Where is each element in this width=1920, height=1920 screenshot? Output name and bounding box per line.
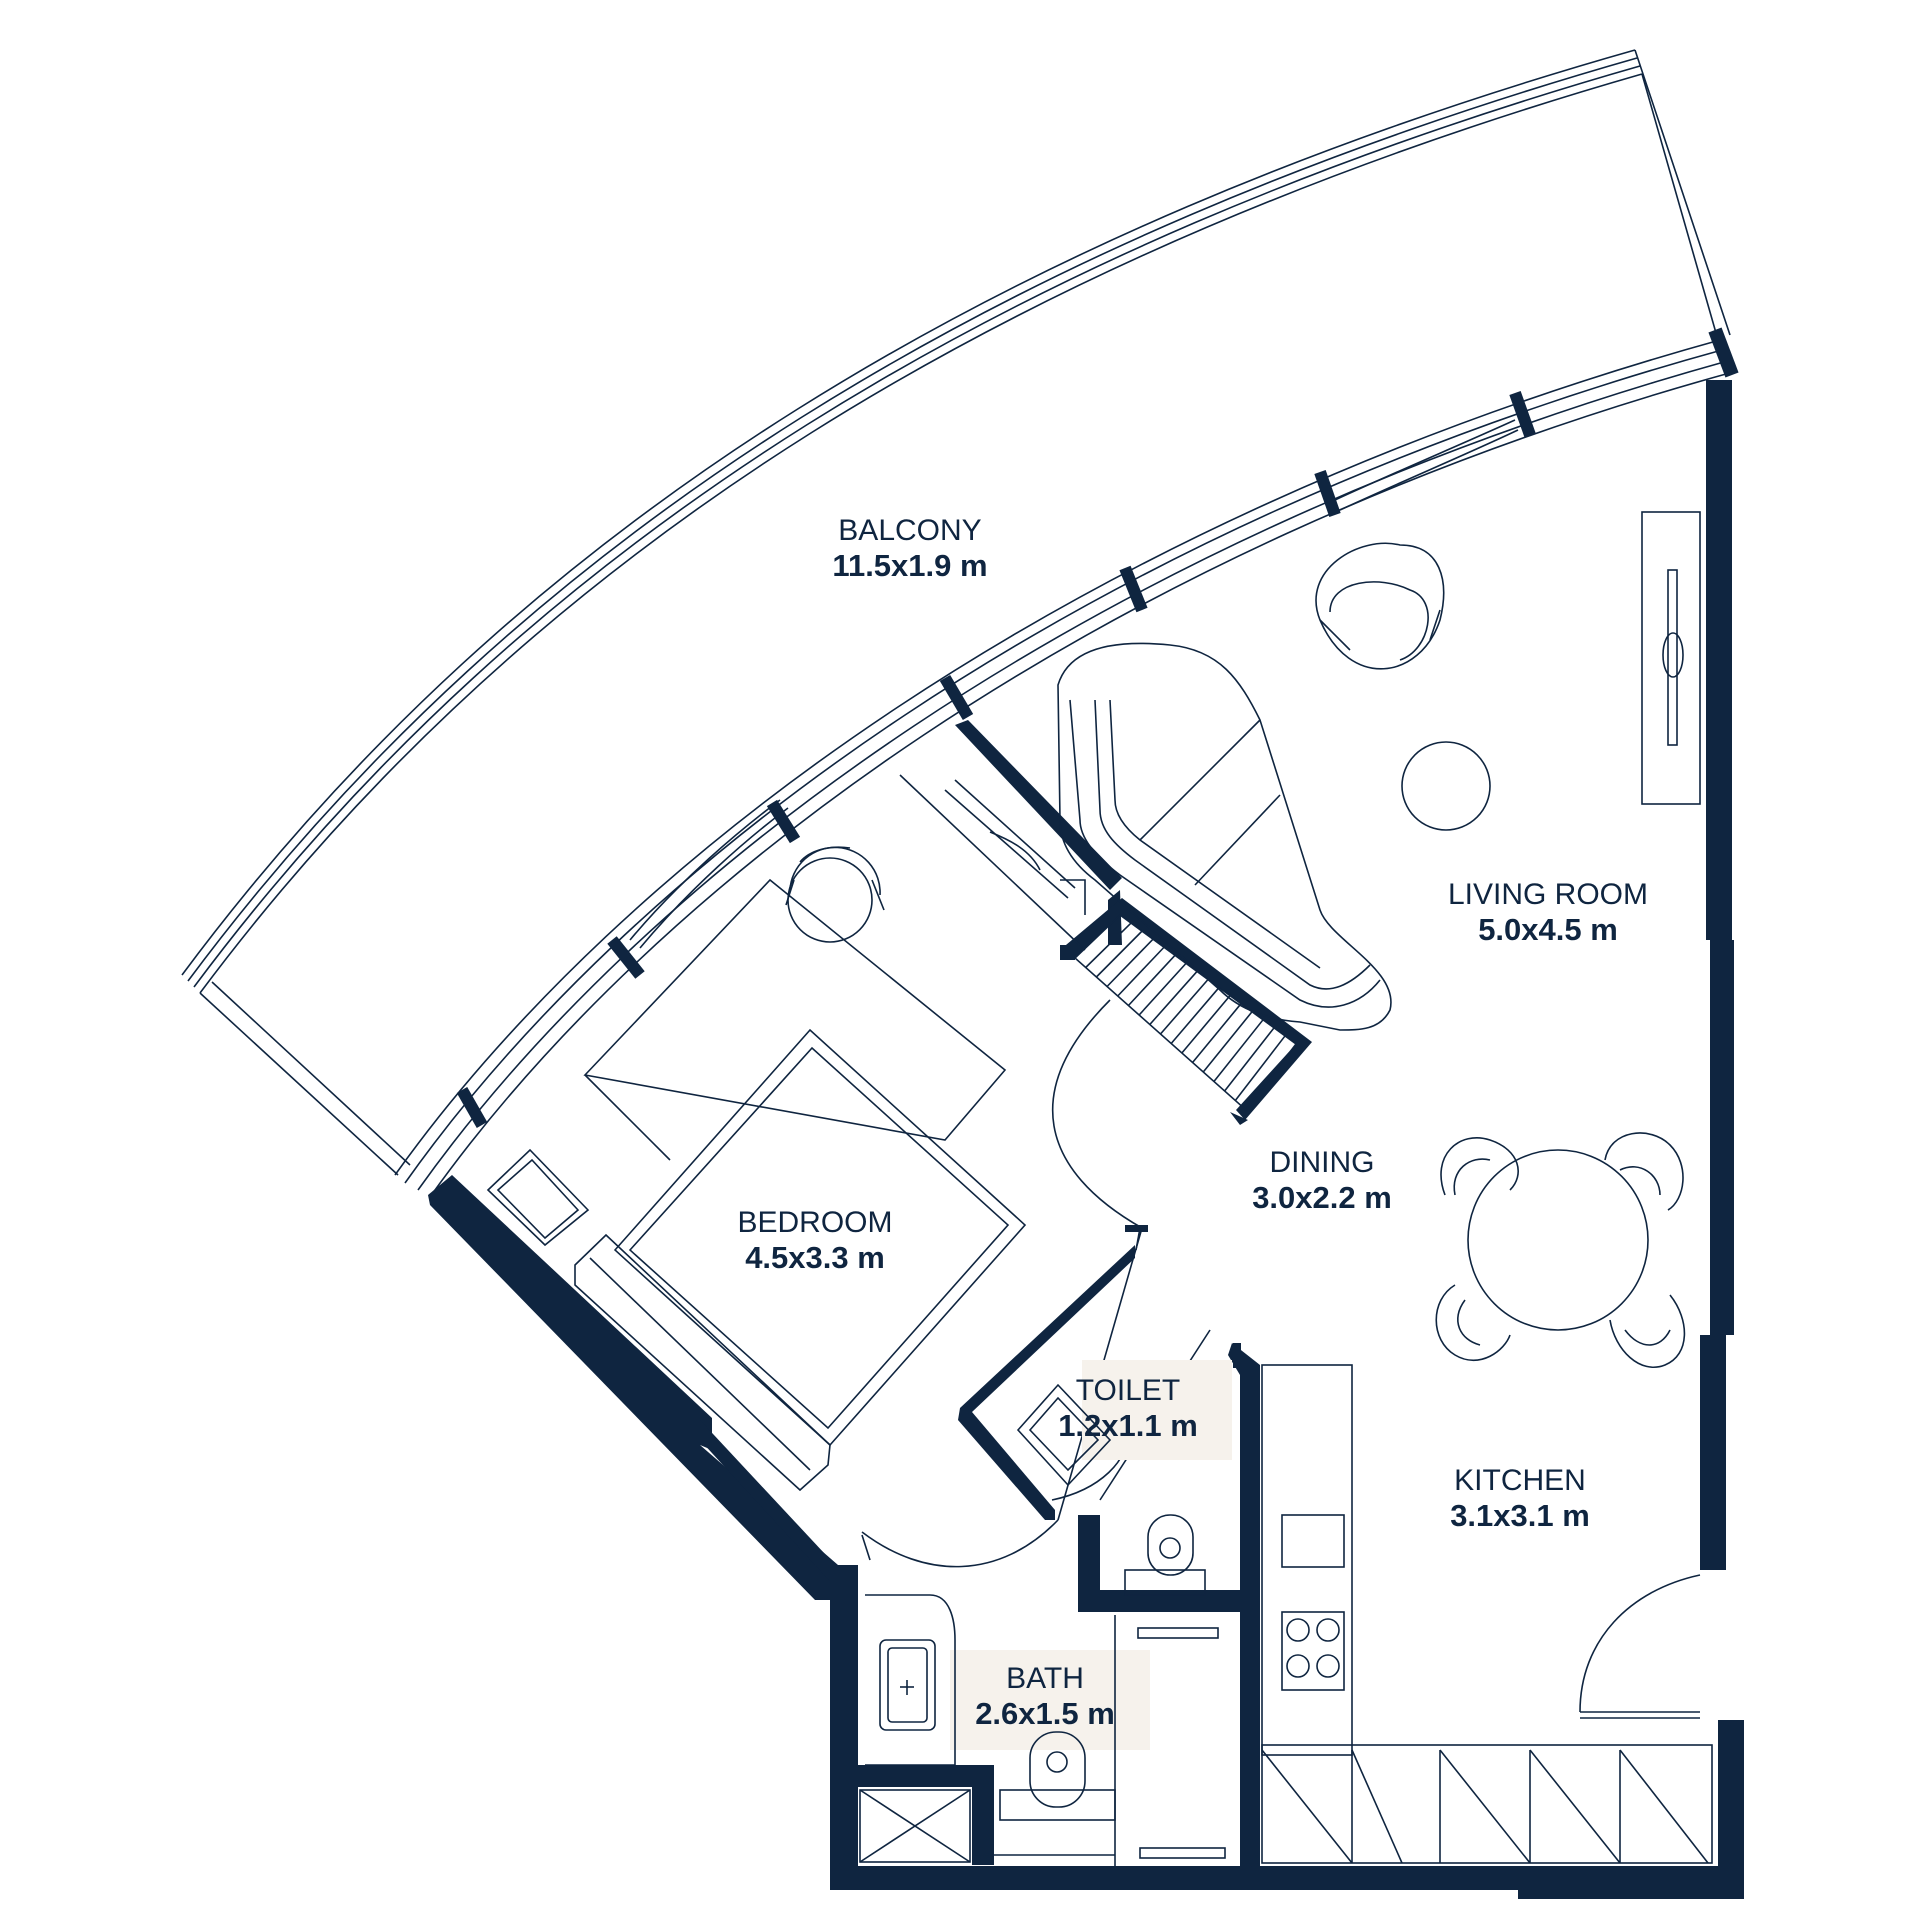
stair-tread — [1213, 1019, 1264, 1082]
living-room-name: LIVING ROOM — [1448, 878, 1648, 911]
bedroom-closet — [899, 774, 1086, 951]
bedroom-furniture — [486, 846, 1027, 1492]
bath-fixtures — [859, 1594, 1226, 1866]
stair-tread — [1170, 987, 1220, 1045]
bath-label: BATH 2.6x1.5 m — [975, 1662, 1115, 1731]
balcony-size: 11.5x1.9 m — [832, 548, 987, 583]
exterior-walls — [428, 380, 1744, 1899]
bedroom-label: BEDROOM 4.5x3.3 m — [737, 1206, 892, 1275]
toilet-label: TOILET 1.2x1.1 m — [1058, 1374, 1198, 1443]
toilet-fixtures — [1016, 1360, 1232, 1596]
dining-name: DINING — [1270, 1146, 1375, 1179]
stair-tread — [1223, 1027, 1275, 1092]
dining-chair — [1609, 1294, 1686, 1368]
bath-door — [861, 1519, 1059, 1568]
dining-size: 3.0x2.2 m — [1252, 1180, 1392, 1215]
toilet-name: TOILET — [1076, 1374, 1180, 1407]
kitchen-size: 3.1x3.1 m — [1450, 1498, 1590, 1533]
bath-size: 2.6x1.5 m — [975, 1696, 1115, 1731]
stair-tread — [1095, 930, 1143, 978]
living-room-label: LIVING ROOM 5.0x4.5 m — [1448, 878, 1648, 947]
stair-tread — [1234, 1035, 1286, 1101]
dining-chair — [1440, 1137, 1519, 1196]
kitchen-name: KITCHEN — [1454, 1464, 1586, 1497]
stair-tread — [1159, 978, 1209, 1035]
balcony-name: BALCONY — [838, 514, 981, 547]
stair-tread — [1138, 962, 1187, 1016]
dining-chair — [1435, 1284, 1511, 1362]
balcony-area — [181, 49, 1731, 1176]
kitchen-fixtures — [1261, 1364, 1713, 1864]
living-room-size: 5.0x4.5 m — [1478, 912, 1618, 947]
facade-curtain-wall — [394, 327, 1739, 1198]
balcony-label: BALCONY 11.5x1.9 m — [832, 514, 987, 583]
stair-tread — [1106, 938, 1154, 988]
bedroom-name: BEDROOM — [737, 1206, 892, 1239]
stair-tread — [1202, 1011, 1253, 1073]
stair-tread — [1149, 970, 1198, 1026]
dining-label: DINING 3.0x2.2 m — [1252, 1146, 1392, 1215]
bath-name: BATH — [1006, 1662, 1084, 1695]
dining-set — [1435, 1132, 1686, 1368]
stair-tread — [1127, 954, 1176, 1007]
staircase — [1073, 913, 1298, 1112]
stair-tread — [1085, 922, 1132, 969]
stair-tread — [1181, 995, 1231, 1054]
toilet-size: 1.2x1.1 m — [1058, 1408, 1198, 1443]
bedroom-size: 4.5x3.3 m — [745, 1240, 885, 1275]
living-room-furniture — [1057, 511, 1701, 1031]
dining-chair — [1604, 1132, 1684, 1211]
stair-tread — [1117, 946, 1165, 997]
kitchen-label: KITCHEN 3.1x3.1 m — [1450, 1464, 1590, 1533]
stair-tread — [1191, 1003, 1242, 1064]
